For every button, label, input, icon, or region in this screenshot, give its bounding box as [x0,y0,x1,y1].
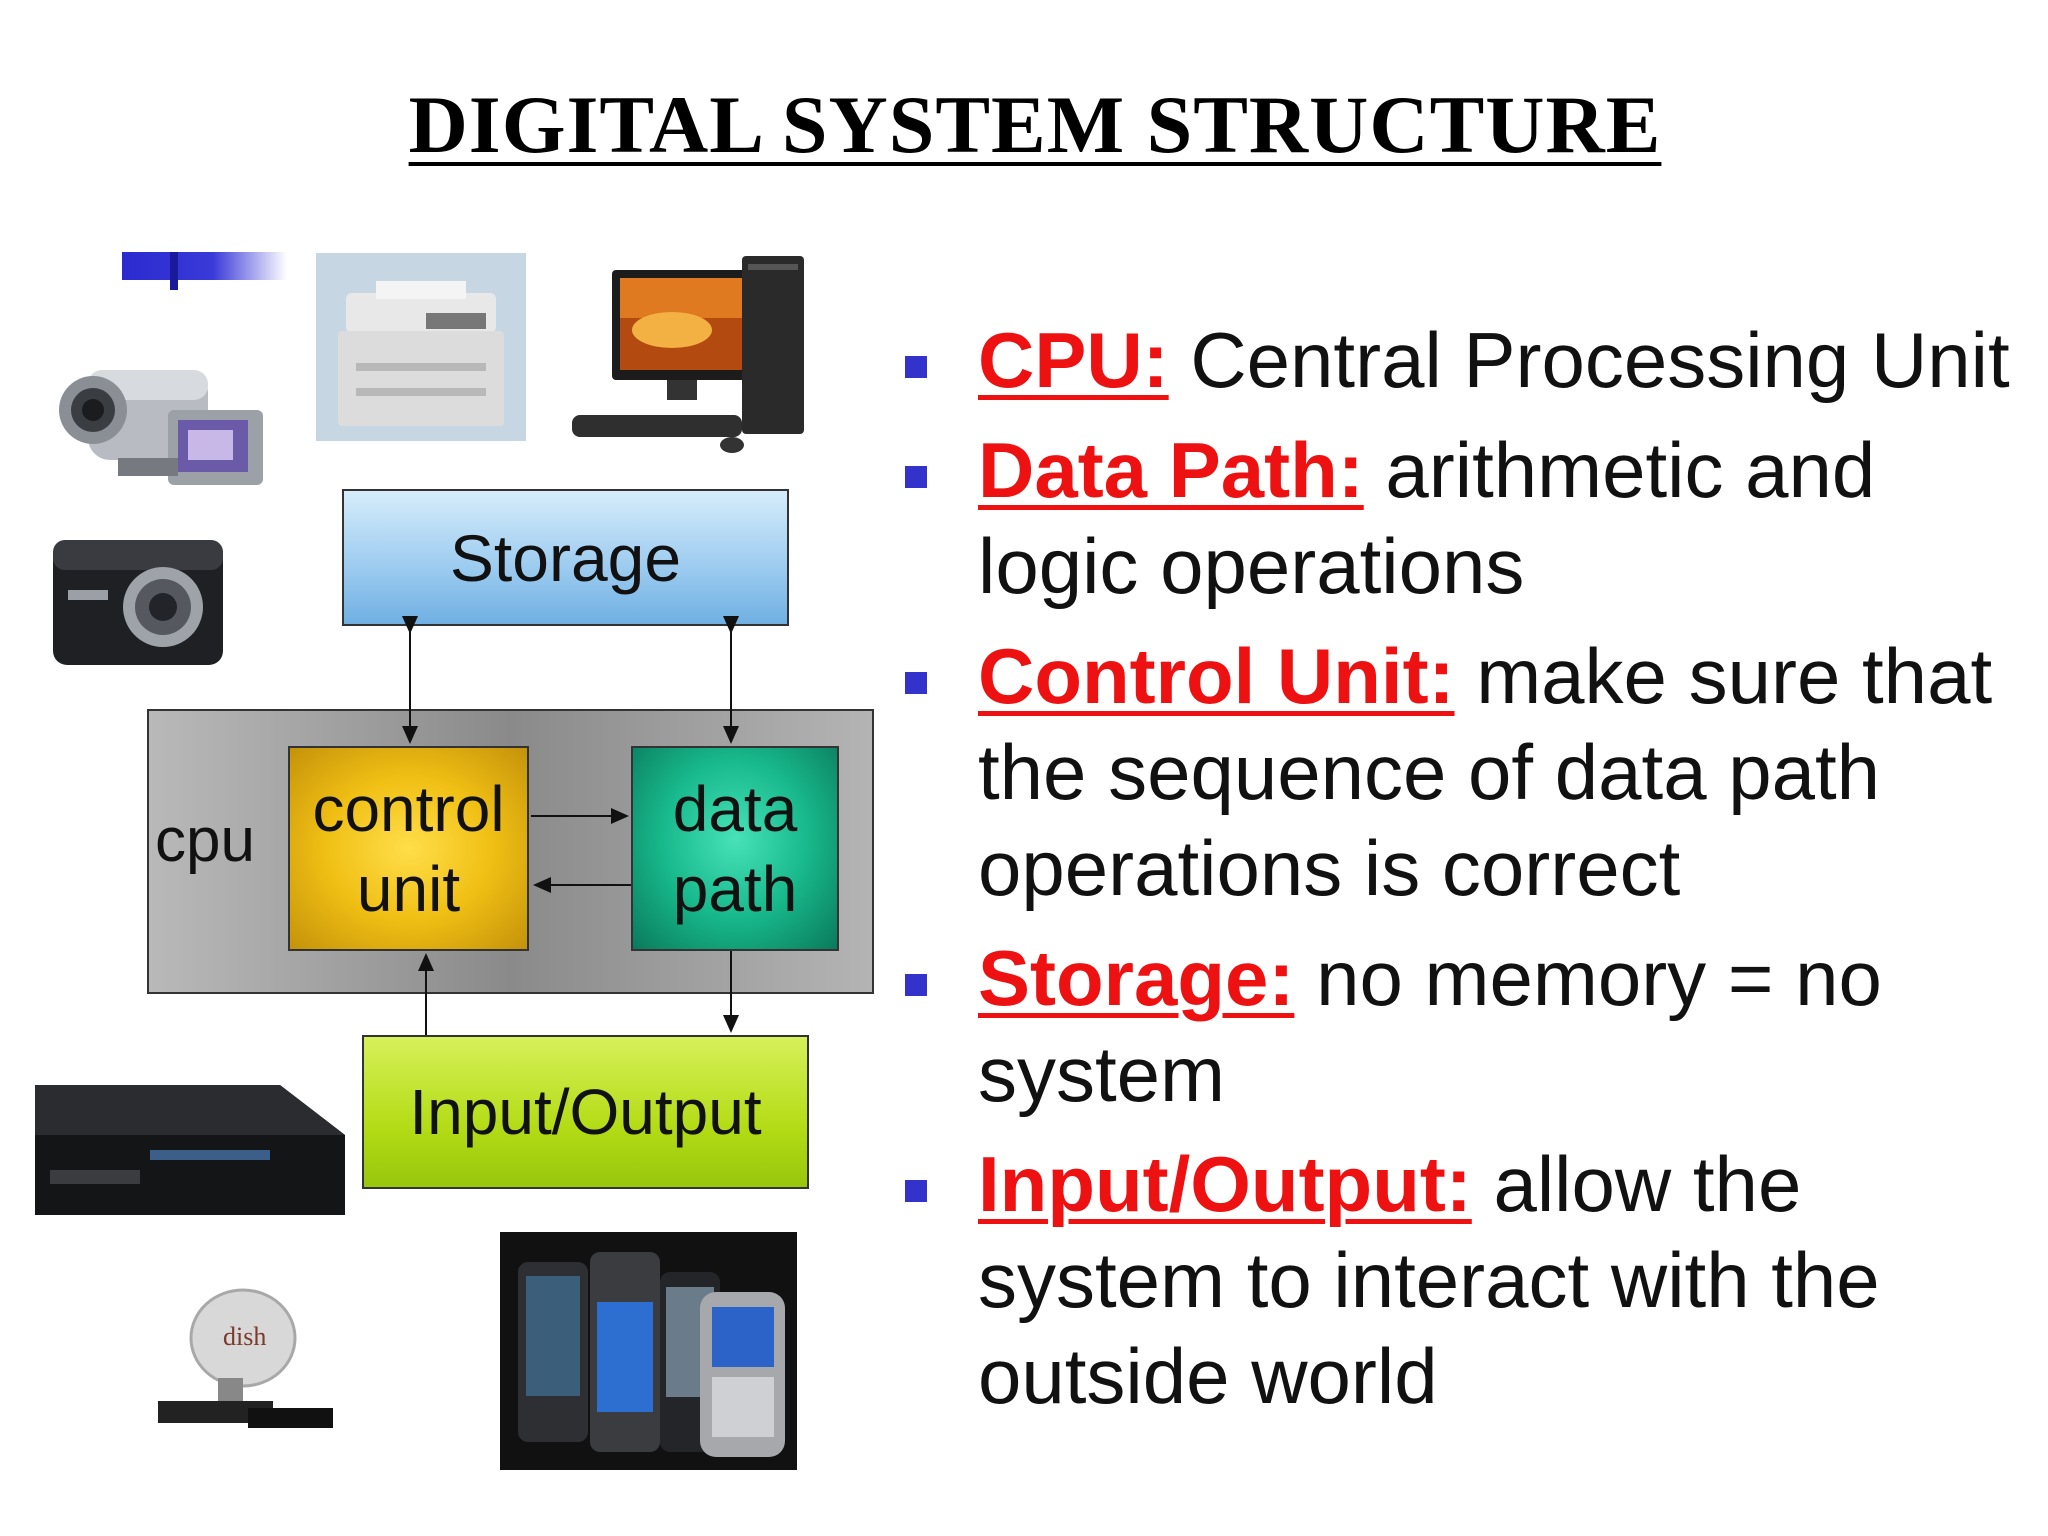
definition-cpu: Central Processing Unit [1190,316,2010,404]
desktop-computer-photo [572,256,804,453]
svg-text:dish: dish [223,1322,266,1351]
input-output-box: Input/Output [362,1035,809,1189]
control-unit-label-line1: control [312,772,505,845]
copier-photo [316,253,526,441]
camcorder-photo [59,370,263,485]
decorative-bar [122,252,287,280]
list-item-cpu: CPU: Central Processing Unit [898,312,2038,408]
bullet-square-icon [905,672,927,694]
cpu-label: cpu [155,806,255,875]
control-unit-label-line2: unit [356,852,461,925]
data-path-box: data path [631,746,839,951]
input-output-label: Input/Output [409,1076,762,1148]
satellite-dish-photo: dish [158,1288,333,1428]
term-input-output: Input/Output: [978,1140,1472,1228]
bullet-square-icon [905,356,927,378]
decorative-tick [170,252,178,290]
list-item-control-unit: Control Unit: make sure that the sequenc… [898,628,2038,916]
bullet-square-icon [905,466,927,488]
data-path-label-line2: path [672,852,798,925]
control-unit-box: control unit [288,746,529,951]
term-storage: Storage: [978,934,1295,1022]
dvd-player-photo [35,1085,345,1235]
storage-label: Storage [449,520,682,595]
list-item-storage: Storage: no memory = no system [898,930,2038,1122]
list-item-data-path: Data Path: arithmetic and logic operatio… [898,422,2038,614]
list-item-input-output: Input/Output: allow the system to intera… [898,1136,2038,1424]
definition-data-path: arithmetic and logic operations [978,426,1876,610]
definition-list: CPU: Central Processing Unit Data Path: … [898,312,2038,1438]
storage-box: Storage [342,489,789,626]
bullet-square-icon [905,1180,927,1202]
bullet-square-icon [905,974,927,996]
smartphones-photo [500,1232,797,1470]
page-title: DIGITAL SYSTEM STRUCTURE [408,79,1662,170]
definition-storage: no memory = no system [978,934,1882,1118]
definition-input-output: allow the system to interact with the ou… [978,1140,1880,1420]
data-path-label-line1: data [672,772,798,845]
term-cpu: CPU: [978,316,1169,404]
term-data-path: Data Path: [978,426,1364,514]
term-control-unit: Control Unit: [978,632,1455,720]
digital-camera-photo [53,540,223,665]
definition-control-unit: make sure that the sequence of data path… [978,632,1993,912]
